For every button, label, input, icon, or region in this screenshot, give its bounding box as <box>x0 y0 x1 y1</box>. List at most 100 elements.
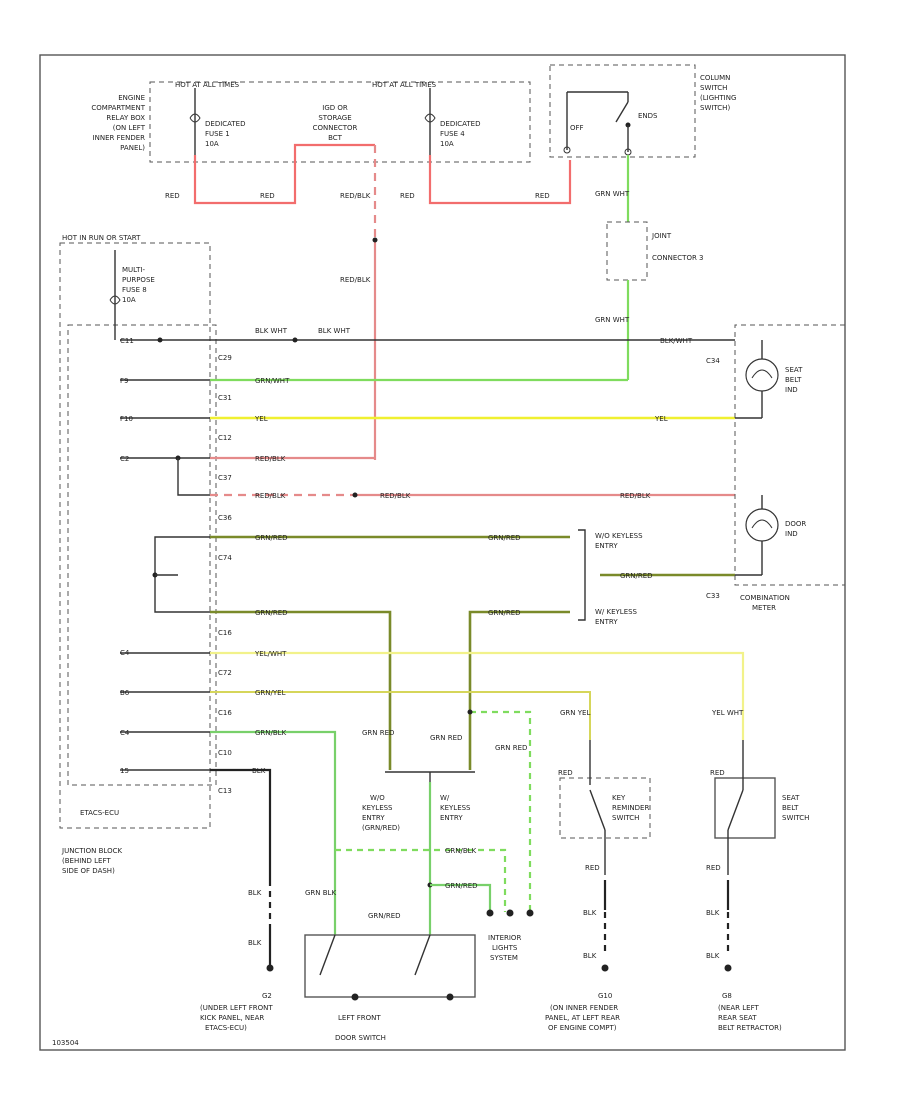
w-keyless-label-2: ENTRY <box>595 618 618 626</box>
relay-box-label-6: PANEL) <box>120 144 145 152</box>
interior-lights-label-1: INTERIOR <box>488 934 521 942</box>
grn-wht-label-mid: GRN WHT <box>595 316 630 324</box>
column-switch-label-2: SWITCH <box>700 84 727 92</box>
ground-right-3: REAR SEAT <box>718 1014 757 1022</box>
storage-conn-label-3: CONNECTOR <box>313 124 358 132</box>
red-wire-label-1: RED <box>165 192 180 200</box>
svg-text:C4: C4 <box>120 649 130 657</box>
ground-mid-2: (ON INNER FENDER <box>550 1004 618 1012</box>
left-front-door-switch: GRN BLK LEFT FRONT DOOR SWITCH GRN/RED <box>304 889 476 1042</box>
belt-switch-label-2: BELT <box>782 804 799 812</box>
ground-mid-1: G10 <box>598 992 612 1000</box>
grn-red-label-1: GRN/RED <box>255 534 288 542</box>
ground-left-4: ETACS-ECU) <box>205 1024 247 1032</box>
junction-label-2: (BEHIND LEFT <box>62 857 111 865</box>
conn-c33: C33 <box>706 592 720 600</box>
relay-box-label-3: RELAY BOX <box>106 114 145 122</box>
door-ind-label-2: IND <box>785 530 798 538</box>
blk-ground-label-1: BLK <box>252 767 266 775</box>
etacs-ecu-label: ETACS-ECU <box>80 809 119 817</box>
grn-yel-vlabel: GRN YEL <box>560 709 590 717</box>
svg-text:C2: C2 <box>120 455 129 463</box>
footer-id: 103504 <box>52 1039 79 1047</box>
grn-red-label-ds: GRN/RED <box>368 912 401 920</box>
column-switch: OFF ENDS COLUMN SWITCH (LIGHTING SWITCH) <box>549 64 736 158</box>
mp-fuse-label-4: 10A <box>122 296 136 304</box>
blk-wht-label-2: BLK WHT <box>318 327 351 335</box>
ground-left-1: G2 <box>262 992 272 1000</box>
junction-label-3: SIDE OF DASH) <box>62 867 115 875</box>
key-reminder-label-2: REMINDER <box>612 804 649 812</box>
w-keyless-bottom-1: W/ <box>440 794 450 802</box>
relay-box-label-1: ENGINE <box>118 94 145 102</box>
red-wire-label-2: RED <box>260 192 275 200</box>
svg-text:15: 15 <box>120 767 129 775</box>
joint-conn-label-2: CONNECTOR 3 <box>652 254 704 262</box>
grn-red-vlabel-3: GRN RED <box>495 744 527 752</box>
fuse1-label-1: DEDICATED <box>205 120 246 128</box>
grn-blk-vlabel: GRN BLK <box>305 889 336 897</box>
column-switch-label-1: COLUMN <box>700 74 730 82</box>
hot-at-all-times-label-1: HOT AT ALL TIMES <box>175 81 240 89</box>
ground-right-2: (NEAR LEFT <box>718 1004 759 1012</box>
grn-red-label-3: GRN/RED <box>255 609 288 617</box>
red-wire-label-4: RED <box>535 192 550 200</box>
seat-belt-ind-label-3: IND <box>785 386 798 394</box>
grn-red-label-5: GRN/RED <box>620 572 653 580</box>
blk-belt-label-2: BLK <box>706 952 720 960</box>
red-wire-label-3: RED <box>400 192 415 200</box>
seat-belt-ind-label-2: BELT <box>785 376 802 384</box>
grn-blk-label: GRN/BLK <box>255 729 287 737</box>
svg-text:F10: F10 <box>120 415 133 423</box>
grn-yel-label: GRN/YEL <box>255 689 286 697</box>
grn-red-vlabel-2: GRN RED <box>430 734 462 742</box>
blk-ground-label-3: BLK <box>248 939 262 947</box>
column-switch-label-3: (LIGHTING <box>700 94 736 102</box>
red-blk-label-h2: RED/BLK <box>255 492 286 500</box>
conn-c16: C16 <box>218 629 232 637</box>
column-switch-label-4: SWITCH) <box>700 104 730 112</box>
blk-key-label-1: BLK <box>583 909 597 917</box>
grn-blk-label-b: GRN/BLK <box>445 847 477 855</box>
grn-red-label-4: GRN/RED <box>488 609 521 617</box>
red-blk-label-1: RED/BLK <box>340 192 371 200</box>
diagram-frame <box>39 54 846 1051</box>
door-switch-label-1: LEFT FRONT <box>338 1014 381 1022</box>
relay-box-label-5: INNER FENDER <box>93 134 146 142</box>
red-blk-label-h4: RED/BLK <box>620 492 651 500</box>
horizontal-wires: BLK WHT BLK WHT BLK/WHT GRN/WHT YEL YEL … <box>120 327 745 972</box>
wo-keyless-bottom-4: (GRN/RED) <box>362 824 400 832</box>
red-blk-label-h3: RED/BLK <box>380 492 411 500</box>
conn-c10: C10 <box>218 749 232 757</box>
grn-red-vlabel-1: GRN RED <box>362 729 394 737</box>
blk-wht-label-3: BLK/WHT <box>660 337 693 345</box>
conn-c36: C36 <box>218 514 232 522</box>
ground-right-4: BELT RETRACTOR) <box>718 1024 782 1032</box>
yel-label-1: YEL <box>254 415 268 423</box>
key-reminder-label-3: SWITCH <box>612 814 639 822</box>
relay-box-label-2: COMPARTMENT <box>91 104 145 112</box>
door-ind-label-1: DOOR <box>785 520 806 528</box>
fuse1-label-3: 10A <box>205 140 219 148</box>
svg-text:C11: C11 <box>120 337 134 345</box>
ecu-pins: C11 F9 F10 C2 C4 B6 C4 15 C29 C31 C12 C3… <box>120 337 232 795</box>
mp-fuse-label-2: PURPOSE <box>122 276 155 284</box>
key-reminder-switch: GRN YEL RED KEY REMINDER SWITCH RED BLK … <box>545 709 651 1032</box>
conn-c31: C31 <box>218 394 232 402</box>
mp-fuse-label-3: FUSE 8 <box>122 286 147 294</box>
blk-ground-label-2: BLK <box>248 889 262 897</box>
ground-left: G2 (UNDER LEFT FRONT KICK PANEL, NEAR ET… <box>200 992 273 1032</box>
wo-keyless-bottom-1: W/O <box>370 794 385 802</box>
junction-label-1: JUNCTION BLOCK <box>61 847 122 855</box>
storage-conn-label-1: IGD OR <box>322 104 348 112</box>
conn-c74: C74 <box>218 554 232 562</box>
door-switch-label-2: DOOR SWITCH <box>335 1034 386 1042</box>
svg-text:B6: B6 <box>120 689 130 697</box>
fuse4-label-1: DEDICATED <box>440 120 481 128</box>
wo-keyless-bottom-2: KEYLESS <box>362 804 393 812</box>
conn-c16b: C16 <box>218 709 232 717</box>
hot-at-all-times-label-2: HOT AT ALL TIMES <box>372 81 437 89</box>
yel-wht-vlabel: YEL WHT <box>711 709 744 717</box>
belt-switch-label-1: SEAT <box>782 794 800 802</box>
